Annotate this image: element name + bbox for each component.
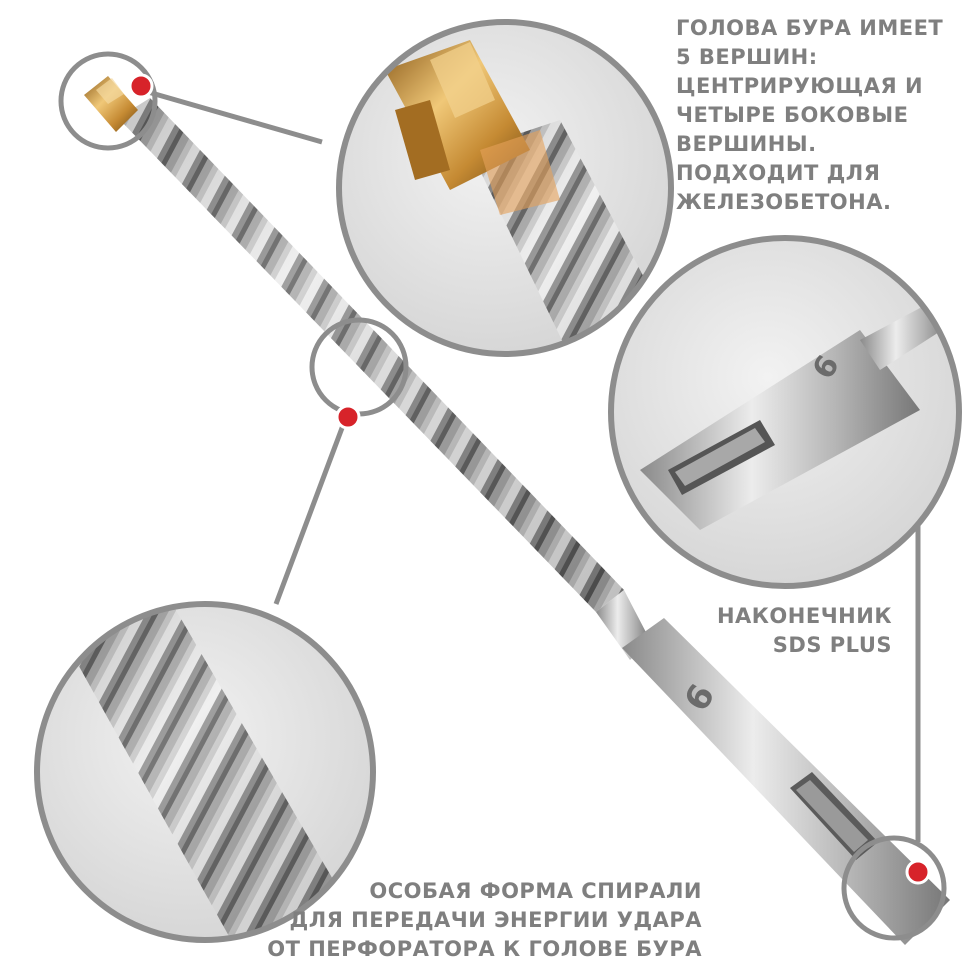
caption-head-line: 5 ВЕРШИН: — [676, 45, 818, 69]
caption-spiral: ОСОБАЯ ФОРМА СПИРАЛИ ДЛЯ ПЕРЕДАЧИ ЭНЕРГИ… — [267, 877, 702, 964]
carbide-tip — [84, 76, 138, 132]
caption-head-line: ГОЛОВА БУРА ИМЕЕТ — [676, 16, 944, 40]
zoom-spiral — [34, 601, 376, 943]
zoom-shank: 6 — [608, 235, 962, 589]
magnifier-ring-icons — [58, 51, 947, 941]
red-dot-spiral-icon — [335, 404, 361, 430]
caption-head-line: ЦЕНТРИРУЮЩАЯ И — [676, 74, 924, 98]
zoom-head — [336, 19, 674, 357]
caption-spiral-line: ДЛЯ ПЕРЕДАЧИ ЭНЕРГИИ УДАРА — [289, 908, 702, 932]
red-dot-shank-icon — [905, 859, 931, 885]
caption-head: ГОЛОВА БУРА ИМЕЕТ 5 ВЕРШИН: ЦЕНТРИРУЮЩАЯ… — [676, 14, 943, 217]
caption-shank-line: SDS PLUS — [772, 633, 892, 657]
caption-head-line: ПОДХОДИТ ДЛЯ — [676, 161, 881, 185]
red-dot-markers — [128, 73, 931, 885]
caption-head-line: ЧЕТЫРЕ БОКОВЫЕ — [676, 103, 909, 127]
red-dot-head-icon — [128, 73, 154, 99]
caption-head-line: ЖЕЛЕЗОБЕТОНА. — [676, 190, 892, 214]
caption-shank-line: НАКОНЕЧНИК — [716, 604, 892, 628]
ring-head-icon — [58, 51, 158, 151]
caption-shank: НАКОНЕЧНИК SDS PLUS — [717, 602, 892, 660]
caption-spiral-line: ОСОБАЯ ФОРМА СПИРАЛИ — [369, 879, 702, 903]
drill-bit-body — [118, 98, 950, 945]
caption-spiral-line: ОТ ПЕРФОРАТОРА К ГОЛОВЕ БУРА — [267, 937, 702, 961]
connector-lines — [147, 89, 921, 842]
ring-shank-icon — [841, 835, 947, 941]
caption-head-line: ВЕРШИНЫ. — [676, 132, 817, 156]
